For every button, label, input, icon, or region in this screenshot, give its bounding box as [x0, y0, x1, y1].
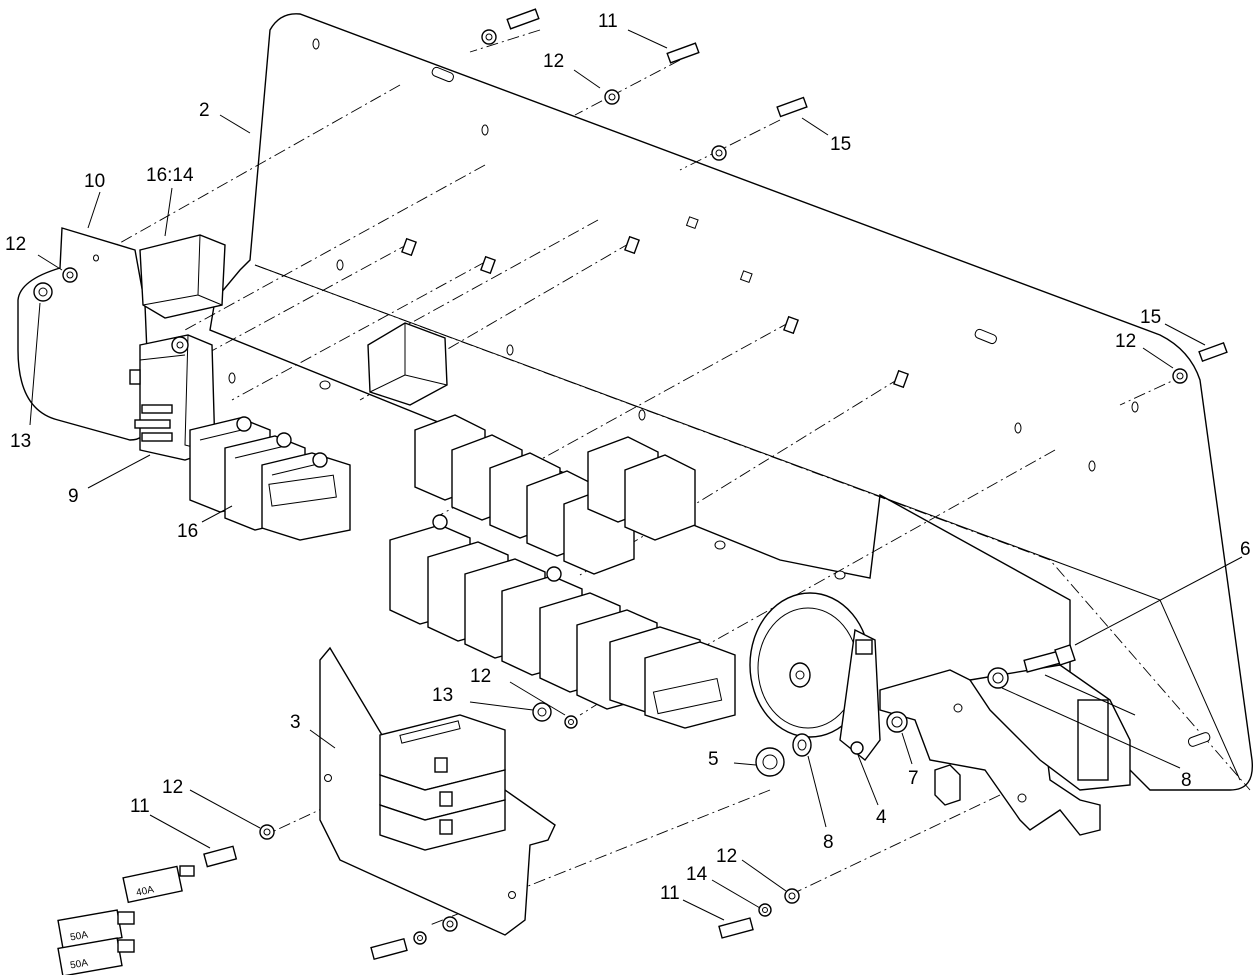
bolt-11-bottom — [718, 888, 800, 939]
plate-hole — [228, 372, 236, 384]
washer-8 — [792, 733, 812, 757]
relay-socket-row-left — [189, 416, 351, 541]
nut-5 — [755, 747, 785, 777]
callout-8-mid: 8 — [823, 832, 834, 853]
fuse-40a: 40A — [122, 865, 195, 904]
plate-slot — [431, 66, 454, 83]
relay-top-left — [139, 234, 226, 319]
fuse-50a-bottom: 50A — [57, 937, 135, 975]
fuse-block — [379, 714, 506, 851]
plate-hole — [319, 380, 331, 390]
callout-7: 7 — [908, 768, 919, 789]
callout-11-bottom: 11 — [660, 883, 680, 904]
plate-hole — [1014, 422, 1022, 434]
relay-bank — [414, 414, 696, 575]
plate-hole — [714, 540, 726, 550]
callout-15-top: 15 — [830, 134, 851, 155]
plate-hole — [1088, 460, 1096, 472]
bracket-hole — [324, 774, 332, 782]
callout-16: 16 — [177, 521, 198, 542]
callout-numbers: 2 10 16:14 12 13 9 16 11 12 15 15 12 6 8… — [5, 11, 1251, 904]
bolt-15-top — [711, 96, 808, 161]
bracket-hole — [953, 703, 963, 713]
callout-12-left: 12 — [162, 777, 183, 798]
plate-hidden-edge — [254, 264, 1251, 791]
plate-hole — [481, 124, 489, 136]
callout-14: 14 — [686, 864, 708, 885]
fuse-50a-top-label: 50A — [69, 930, 89, 944]
bracket-hole — [1017, 793, 1027, 803]
plate-hole — [1131, 401, 1139, 413]
callout-12-top: 12 — [543, 51, 564, 72]
relay-socket-bank — [389, 514, 736, 729]
callout-12-bottom: 12 — [716, 846, 737, 867]
callout-16-14: 16:14 — [146, 165, 194, 186]
bolt-top — [481, 8, 540, 45]
callout-4: 4 — [876, 807, 887, 828]
nut-13-left — [33, 282, 53, 302]
callout-15-right: 15 — [1140, 307, 1161, 328]
main-mounting-plate — [209, 13, 1254, 791]
nut-13-mid — [532, 702, 552, 722]
plate-hole — [638, 409, 646, 421]
plate-slot — [1187, 732, 1211, 747]
plate-hole — [336, 259, 344, 271]
plate-slot — [974, 328, 997, 345]
horn — [749, 592, 881, 761]
callout-13-mid: 13 — [432, 685, 453, 706]
washer-12-mid — [564, 715, 578, 729]
callout-12-mid: 12 — [470, 666, 491, 687]
fuse-40a-label: 40A — [135, 884, 155, 899]
callout-3: 3 — [290, 712, 301, 733]
callout-6: 6 — [1240, 539, 1251, 560]
callout-2: 2 — [199, 100, 210, 121]
callout-13-bracket: 13 — [10, 431, 31, 452]
bracket-hole — [93, 254, 99, 262]
bolt-15-right — [1172, 341, 1228, 384]
washer-12-top — [604, 89, 620, 105]
connector — [934, 764, 961, 806]
callout-9: 9 — [68, 486, 79, 507]
bracket-hole — [508, 891, 516, 899]
callout-11-left: 11 — [130, 796, 150, 817]
callout-10: 10 — [84, 171, 105, 192]
plate-hole — [834, 570, 846, 580]
callout-12-bracket: 12 — [5, 234, 26, 255]
plate-square-hole — [685, 216, 699, 230]
nut-7 — [886, 711, 908, 733]
callout-11-top: 11 — [598, 11, 618, 32]
plate-hole — [312, 38, 320, 50]
fuse-50a-bottom-label: 50A — [69, 958, 89, 972]
callout-8-right: 8 — [1181, 770, 1192, 791]
callout-5: 5 — [708, 749, 719, 770]
washer-12-left — [62, 267, 78, 283]
bolt-bottom-left — [370, 916, 458, 961]
bolt-11-top — [666, 42, 700, 64]
callout-12-right: 12 — [1115, 331, 1136, 352]
plate-square-hole — [739, 270, 753, 284]
bolt-6 — [1023, 644, 1076, 673]
leader-lines — [29, 29, 1243, 921]
bolt-11-left — [203, 824, 275, 868]
standoff-posts — [401, 235, 909, 389]
plate-hole — [506, 344, 514, 356]
fuse-50a-top: 50A — [57, 909, 135, 949]
